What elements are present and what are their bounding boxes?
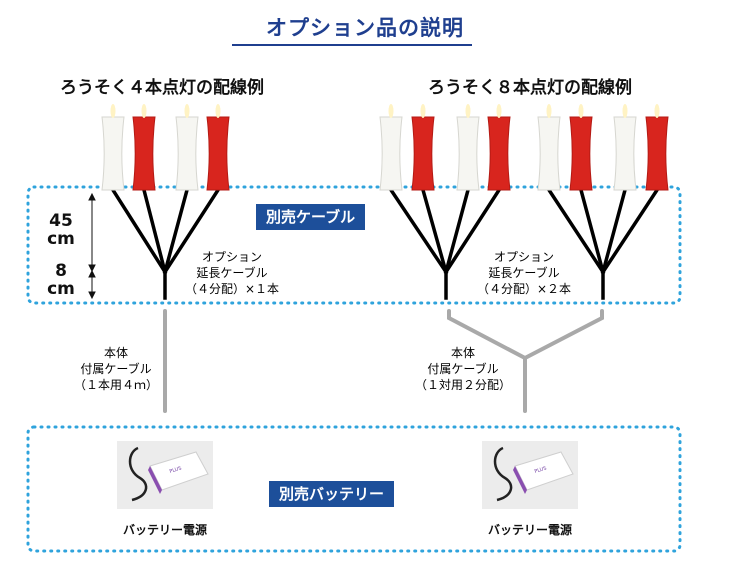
candle-6: [411, 104, 435, 191]
candle-12-flame-icon: [654, 104, 660, 118]
candle-11-flame-icon: [622, 104, 628, 118]
dimension-45cm: 45 cm: [44, 212, 78, 248]
candle-9: [537, 104, 561, 191]
candle-7: [456, 104, 480, 191]
candle-2: [132, 104, 156, 191]
candle-10: [569, 104, 593, 191]
main-cable-right-line2: 付属ケーブル: [427, 361, 498, 376]
dimension-8cm: 8 cm: [44, 262, 78, 298]
candle-8: [487, 104, 511, 191]
wire-right-b-4: [600, 187, 660, 275]
dimension-45-value: 45: [49, 211, 73, 231]
candle-2-flame-icon: [141, 104, 147, 118]
main-cable-right-line3: （１対用２分配）: [415, 378, 511, 392]
battery-label-right: バッテリー電源: [487, 523, 572, 537]
battery-brand-left: PLUS: [169, 466, 183, 475]
wire-left-1: [110, 187, 168, 275]
dimension-45-unit: cm: [47, 229, 75, 249]
candle-9-flame-icon: [546, 104, 552, 118]
option-cable-right-line3: （４分配）×２本: [477, 282, 571, 296]
candle-6-flame-icon: [420, 104, 426, 118]
optional-cable-badge: 別売ケーブル: [256, 204, 366, 230]
title-underline: [232, 44, 472, 46]
wire-right-b-2: [578, 187, 606, 275]
battery-brand-right: PLUS: [534, 466, 548, 475]
main-cable-left-line2: 付属ケーブル: [80, 361, 151, 376]
candle-10-flame-icon: [578, 104, 584, 118]
candle-5-flame-icon: [388, 104, 394, 118]
section-title-8-candles: ろうそく８本点灯の配線例: [428, 78, 632, 98]
wire-right-a-3: [443, 187, 471, 275]
wire-right-a-4: [443, 187, 502, 275]
candle-11: [613, 104, 637, 191]
page-title: オプション品の説明: [266, 16, 464, 40]
candle-1-flame-icon: [110, 104, 116, 118]
wire-right-b-3: [600, 187, 628, 275]
candle-7-flame-icon: [465, 104, 471, 118]
option-cable-left-line3: （４分配）×１本: [185, 282, 279, 296]
candle-12: [645, 104, 669, 191]
optional-battery-zone: [26, 425, 682, 553]
wire-left-3: [162, 187, 190, 275]
main-cable-left-line3: （１本用４ｍ）: [74, 378, 158, 392]
battery-label-left: バッテリー電源: [122, 523, 207, 537]
option-cable-left-line2: 延長ケーブル: [196, 265, 267, 280]
wire-right-b-1: [546, 187, 606, 275]
candle-3-flame-icon: [184, 104, 190, 118]
main-cable-right-line1: 本体: [451, 346, 475, 360]
battery-image-left: PLUS: [117, 441, 213, 509]
wire-right-a-2: [420, 187, 449, 275]
main-cable-left-line1: 本体: [104, 346, 128, 360]
candle-8-flame-icon: [496, 104, 502, 118]
dimension-8-value: 8: [55, 261, 67, 281]
option-cable-left-line1: オプション: [202, 250, 262, 264]
optional-battery-badge: 別売バッテリー: [269, 481, 395, 507]
dimension-8-unit: cm: [47, 279, 75, 299]
optional-cable-zone: [26, 185, 682, 305]
option-cable-right-line1: オプション: [494, 250, 554, 264]
section-title-4-candles: ろうそく４本点灯の配線例: [60, 78, 264, 98]
candle-5: [379, 104, 403, 191]
wire-left-2: [141, 187, 168, 275]
option-cable-right-line2: 延長ケーブル: [488, 265, 559, 280]
wire-left-4: [162, 187, 221, 275]
wire-right-a-1: [388, 187, 449, 275]
battery-image-right: PLUS: [482, 441, 578, 509]
candle-1: [101, 104, 125, 191]
candle-4: [206, 104, 230, 191]
candle-3: [175, 104, 199, 191]
candle-4-flame-icon: [215, 104, 221, 118]
